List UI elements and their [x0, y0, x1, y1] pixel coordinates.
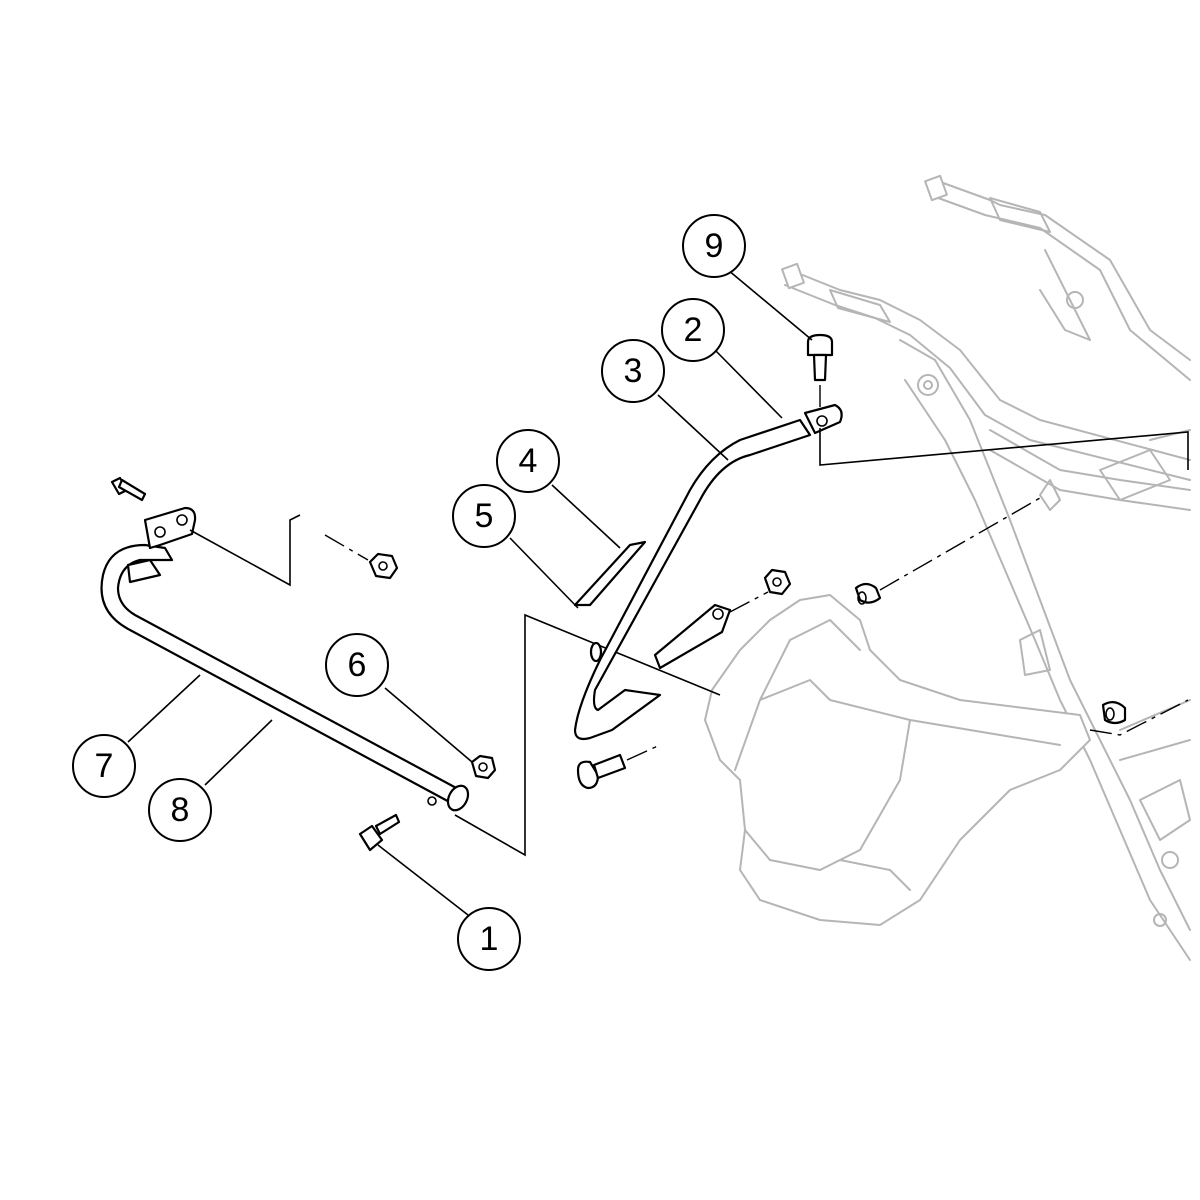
assembly-line-left-nut — [324, 534, 369, 561]
leader-2 — [714, 349, 783, 419]
leader-4 — [551, 484, 621, 549]
engine-cover — [704, 594, 1091, 926]
bolt-item-1 — [358, 813, 401, 852]
right-guard-bar — [573, 403, 843, 741]
svg-text:1: 1 — [480, 920, 499, 958]
leader-6 — [384, 687, 473, 763]
assembly-line-left-top — [189, 514, 301, 587]
svg-text:3: 3 — [624, 352, 643, 390]
assembly-line-right-nut — [729, 591, 769, 613]
left-guard-bar — [100, 506, 470, 812]
callout-3: 3 — [601, 339, 665, 403]
assembly-line-top-right — [819, 428, 1189, 470]
bolt-item-9 — [806, 333, 834, 382]
callout-7: 7 — [72, 734, 136, 798]
callout-5: 5 — [452, 484, 516, 548]
svg-text:9: 9 — [705, 227, 724, 265]
lower-right-bolt — [576, 753, 627, 790]
callout-9: 9 — [682, 214, 746, 278]
callout-8: 8 — [148, 778, 212, 842]
callout-4: 4 — [496, 429, 560, 493]
svg-text:7: 7 — [95, 747, 114, 785]
leader-7 — [127, 674, 201, 743]
nut-item-6 — [470, 754, 497, 780]
assembly-line-centre — [454, 613, 721, 857]
assembly-line-grommet-upper — [879, 497, 1041, 591]
right-nut — [763, 568, 792, 596]
grommet-upper — [854, 582, 882, 605]
svg-text:4: 4 — [519, 442, 538, 480]
leader-5 — [509, 537, 579, 609]
rubber-pad — [573, 540, 647, 607]
svg-text:2: 2 — [684, 311, 703, 349]
assembly-line-lower-bolt — [626, 744, 661, 761]
grommet-lower — [1101, 701, 1127, 725]
leader-1 — [377, 844, 469, 916]
svg-text:6: 6 — [348, 646, 367, 684]
leader-9 — [727, 269, 813, 341]
leader-3 — [657, 394, 729, 461]
left-top-bolt — [110, 476, 147, 502]
callout-2: 2 — [661, 298, 725, 362]
callout-1: 1 — [457, 907, 521, 971]
leader-8 — [204, 719, 273, 786]
left-top-nut — [368, 552, 399, 580]
callout-6: 6 — [325, 633, 389, 697]
svg-text:5: 5 — [475, 497, 494, 535]
assembly-line-grommet-lower — [1089, 699, 1189, 736]
svg-text:8: 8 — [171, 791, 190, 829]
